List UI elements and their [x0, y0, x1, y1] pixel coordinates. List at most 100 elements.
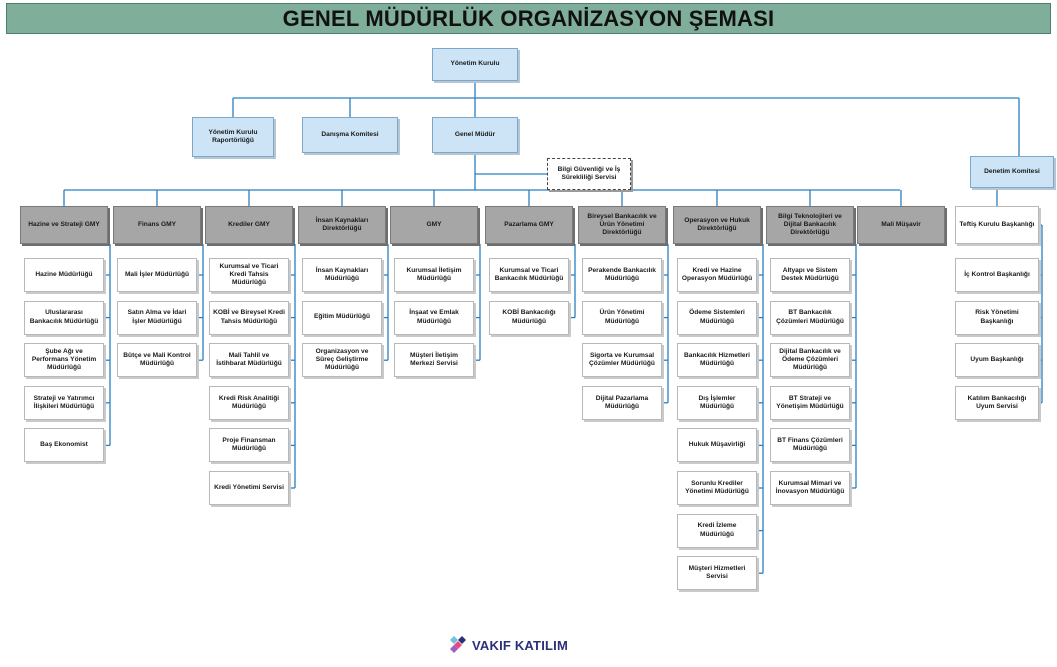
unit-box-label: Dış İşlemler Müdürlüğü: [698, 394, 736, 410]
unit-box[interactable]: Ürün Yönetimi Müdürlüğü: [582, 300, 662, 335]
unit-box-label: Altyapı ve Sistem Destek Müdürlüğü: [781, 266, 839, 282]
general-manager-box[interactable]: Genel Müdür: [432, 117, 518, 153]
audit-unit-box[interactable]: Uyum Başkanlığı: [955, 343, 1039, 378]
unit-box[interactable]: Proje Finansman Müdürlüğü: [209, 428, 289, 463]
audit-unit-box-label: Uyum Başkanlığı: [970, 356, 1024, 364]
audit-committee-label: Denetim Komitesi: [984, 167, 1040, 175]
column-header[interactable]: Pazarlama GMY: [485, 206, 573, 244]
unit-box[interactable]: Bankacılık Hizmetleri Müdürlüğü: [677, 343, 757, 378]
reporting-label: Yönetim Kurulu Raportörlüğü: [208, 128, 258, 144]
logo: VAKIF KATILIM: [448, 636, 568, 654]
audit-unit-box[interactable]: Katılım Bankacılığı Uyum Servisi: [955, 385, 1039, 420]
unit-box-label: İnşaat ve Emlak Müdürlüğü: [409, 309, 459, 325]
unit-box[interactable]: Dijital Pazarlama Müdürlüğü: [582, 385, 662, 420]
unit-box[interactable]: Bütçe ve Mali Kontrol Müdürlüğü: [117, 343, 197, 378]
unit-box-label: Perakende Bankacılık Müdürlüğü: [588, 266, 656, 282]
unit-box[interactable]: Hukuk Müşavirliği: [677, 428, 757, 463]
audit-unit-box[interactable]: Risk Yönetimi Başkanlığı: [955, 300, 1039, 335]
column-header[interactable]: Operasyon ve Hukuk Direktörlüğü: [673, 206, 761, 244]
unit-box-label: Dijital Pazarlama Müdürlüğü: [595, 394, 649, 410]
unit-box-label: Ürün Yönetimi Müdürlüğü: [599, 309, 645, 325]
board-label: Yönetim Kurulu: [450, 60, 500, 68]
unit-box[interactable]: Organizasyon ve Süreç Geliştirme Müdürlü…: [302, 343, 382, 378]
unit-box[interactable]: Hazine Müdürlüğü: [24, 258, 104, 292]
column-header[interactable]: Hazine ve Strateji GMY: [20, 206, 108, 244]
unit-box[interactable]: Sigorta ve Kurumsal Çözümler Müdürlüğü: [582, 343, 662, 378]
unit-box-label: KOBİ ve Bireysel Kredi Tahsis Müdürlüğü: [213, 309, 285, 325]
logo-icon: [450, 636, 466, 653]
unit-box-label: Kurumsal ve Ticari Bankacılık Müdürlüğü: [494, 266, 564, 282]
unit-box[interactable]: Sorunlu Krediler Yönetimi Müdürlüğü: [677, 471, 757, 505]
column-header-label: İnsan Kaynakları Direktörlüğü: [315, 216, 369, 232]
unit-box[interactable]: Dijital Bankacılık ve Ödeme Çözümleri Mü…: [770, 343, 850, 378]
unit-box[interactable]: Müşteri Hizmetleri Servisi: [677, 556, 757, 591]
unit-box[interactable]: Kredi Risk Analitiği Müdürlüğü: [209, 385, 289, 420]
unit-box-label: Dijital Bankacılık ve Ödeme Çözümleri Mü…: [779, 347, 841, 372]
unit-box-label: Strateji ve Yatırımcı İlişkileri Müdürlü…: [33, 394, 95, 410]
unit-box[interactable]: Mali İşler Müdürlüğü: [117, 258, 197, 292]
audit-committee-box[interactable]: Denetim Komitesi: [970, 156, 1054, 188]
unit-box-label: Satın Alma ve İdari İşler Müdürlüğü: [127, 309, 187, 325]
unit-box-label: KOBİ Bankacılığı Müdürlüğü: [502, 309, 556, 325]
unit-box[interactable]: Strateji ve Yatırımcı İlişkileri Müdürlü…: [24, 385, 104, 420]
unit-box[interactable]: Kredi İzleme Müdürlüğü: [677, 513, 757, 548]
column-header-label: Finans GMY: [137, 220, 177, 228]
unit-box[interactable]: Kredi Yönetimi Servisi: [209, 471, 289, 505]
unit-box[interactable]: KOBİ Bankacılığı Müdürlüğü: [489, 300, 569, 335]
unit-box-label: Sigorta ve Kurumsal Çözümler Müdürlüğü: [589, 351, 655, 368]
board-box[interactable]: Yönetim Kurulu: [432, 48, 518, 81]
unit-box[interactable]: Eğitim Müdürlüğü: [302, 300, 382, 335]
unit-box[interactable]: Müşteri İletişim Merkezi Servisi: [394, 343, 474, 378]
unit-box-label: Müşteri Hizmetleri Servisi: [688, 564, 746, 581]
unit-box[interactable]: Mali Tahlil ve İstihbarat Müdürlüğü: [209, 343, 289, 378]
unit-box[interactable]: Perakende Bankacılık Müdürlüğü: [582, 258, 662, 292]
chart-title: GENEL MÜDÜRLÜK ORGANİZASYON ŞEMASI: [282, 5, 775, 31]
unit-box-label: Bütçe ve Mali Kontrol Müdürlüğü: [123, 351, 191, 368]
unit-box[interactable]: Altyapı ve Sistem Destek Müdürlüğü: [770, 258, 850, 292]
unit-box-label: Ödeme Sistemleri Müdürlüğü: [689, 309, 745, 325]
unit-box[interactable]: Uluslararası Bankacılık Müdürlüğü: [24, 300, 104, 335]
column-header[interactable]: GMY: [390, 206, 478, 244]
column-header[interactable]: İnsan Kaynakları Direktörlüğü: [298, 206, 386, 244]
column-header[interactable]: Finans GMY: [113, 206, 201, 244]
unit-box-label: Kurumsal Mimari ve İnovasyon Müdürlüğü: [775, 479, 845, 495]
column-header[interactable]: Krediler GMY: [205, 206, 293, 244]
column-header[interactable]: Mali Müşavir: [857, 206, 945, 244]
unit-box-label: Mali İşler Müdürlüğü: [124, 270, 190, 278]
unit-box[interactable]: KOBİ ve Bireysel Kredi Tahsis Müdürlüğü: [209, 300, 289, 335]
title-bar: GENEL MÜDÜRLÜK ORGANİZASYON ŞEMASI: [6, 3, 1051, 34]
reporting-box[interactable]: Yönetim Kurulu Raportörlüğü: [192, 117, 274, 157]
column-header-label: Operasyon ve Hukuk Direktörlüğü: [684, 216, 750, 232]
unit-box[interactable]: Kurumsal İletişim Müdürlüğü: [394, 258, 474, 292]
unit-box[interactable]: Kredi ve Hazine Operasyon Müdürlüğü: [677, 258, 757, 292]
unit-box[interactable]: BT Bankacılık Çözümleri Müdürlüğü: [770, 300, 850, 335]
unit-box[interactable]: Kurumsal Mimari ve İnovasyon Müdürlüğü: [770, 471, 850, 505]
audit-unit-box[interactable]: İç Kontrol Başkanlığı: [955, 258, 1039, 292]
unit-box[interactable]: BT Strateji ve Yönetişim Müdürlüğü: [770, 385, 850, 420]
unit-box-label: Sorunlu Krediler Yönetimi Müdürlüğü: [685, 479, 749, 495]
audit-unit-box-label: Katılım Bankacılığı Uyum Servisi: [967, 394, 1027, 410]
gm-label: Genel Müdür: [454, 130, 496, 138]
unit-box[interactable]: Satın Alma ve İdari İşler Müdürlüğü: [117, 300, 197, 335]
unit-box-label: İnsan Kaynakları Müdürlüğü: [315, 266, 369, 282]
column-header[interactable]: Bilgi Teknolojileri ve Dijital Bankacılı…: [766, 206, 854, 244]
unit-box[interactable]: İnsan Kaynakları Müdürlüğü: [302, 258, 382, 292]
column-header-label: GMY: [426, 220, 442, 228]
unit-box[interactable]: Baş Ekonomist: [24, 428, 104, 463]
unit-box-label: Kredi İzleme Müdürlüğü: [697, 522, 737, 538]
unit-box[interactable]: Kurumsal ve Ticari Kredi Tahsis Müdürlüğ…: [209, 258, 289, 292]
unit-box[interactable]: BT Finans Çözümleri Müdürlüğü: [770, 428, 850, 463]
column-header[interactable]: Bireysel Bankacılık ve Ürün Yönetimi Dir…: [578, 206, 666, 244]
unit-box[interactable]: Şube Ağı ve Performans Yönetim Müdürlüğü: [24, 343, 104, 378]
audit-header[interactable]: Teftiş Kurulu Başkanlığı: [955, 206, 1039, 244]
unit-box[interactable]: Kurumsal ve Ticari Bankacılık Müdürlüğü: [489, 258, 569, 292]
advisory-committee-box[interactable]: Danışma Komitesi: [302, 117, 398, 153]
unit-box[interactable]: İnşaat ve Emlak Müdürlüğü: [394, 300, 474, 335]
unit-box[interactable]: Ödeme Sistemleri Müdürlüğü: [677, 300, 757, 335]
unit-box-label: Şube Ağı ve Performans Yönetim Müdürlüğü: [31, 347, 97, 372]
unit-box-label: Uluslararası Bankacılık Müdürlüğü: [29, 309, 99, 325]
unit-box-label: Eğitim Müdürlüğü: [313, 313, 371, 321]
unit-box-label: Organizasyon ve Süreç Geliştirme Müdürlü…: [315, 347, 369, 372]
unit-box[interactable]: Dış İşlemler Müdürlüğü: [677, 385, 757, 420]
security-service-box[interactable]: Bilgi Güvenliği ve İş Sürekliliği Servis…: [547, 158, 631, 190]
